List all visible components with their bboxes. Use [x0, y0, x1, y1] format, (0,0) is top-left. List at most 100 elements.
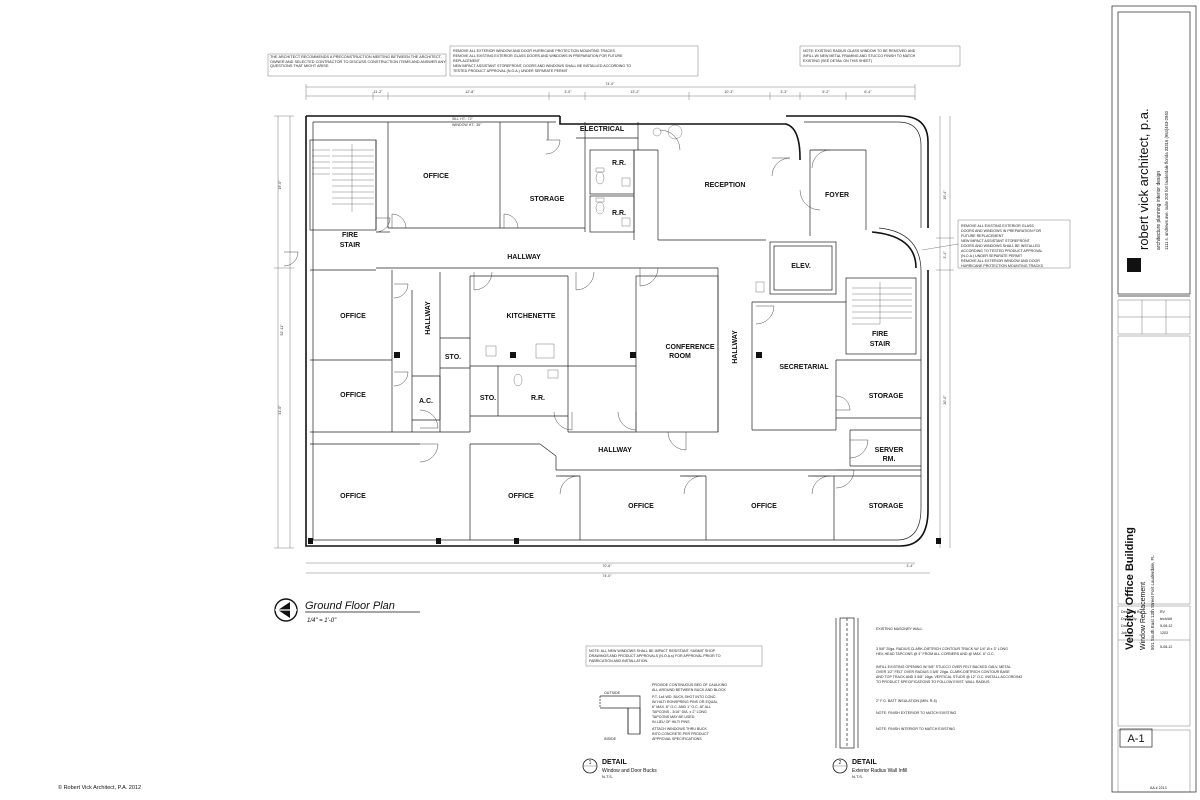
dimension-label: 6'-2"	[822, 90, 830, 94]
note-line: REMOVE ALL EXTERIOR WINDOW AND DOOR	[961, 259, 1040, 263]
room-label: STORAGE	[869, 503, 904, 510]
title-row-value: 5-08-12	[1160, 645, 1172, 649]
room-labels: OFFICESTORAGEELECTRICALR.R.R.R.RECEPTION…	[340, 126, 904, 510]
note-line: NOTE: ALL NEW WINDOWS SHALL BE IMPACT RE…	[589, 649, 716, 653]
dimension-label: 31'-6"	[278, 405, 282, 415]
room-label: OFFICE	[751, 503, 777, 510]
dimension-label: 19'-0"	[278, 180, 282, 190]
room-label: KITCHENETTE	[507, 313, 556, 320]
room-label: SECRETARIAL	[779, 364, 829, 371]
sheet-number: A-1	[1127, 733, 1144, 745]
detail2-drawing	[835, 617, 859, 749]
title-row-key: Date:	[1121, 624, 1130, 628]
detail1-drawing	[599, 695, 641, 735]
callout-line: PROVIDE CONTINUOUS BED OF CAULKING	[652, 683, 727, 687]
detail1-number: 1	[589, 760, 592, 766]
right-stair-treads	[852, 282, 912, 325]
callout-line: P.T. 1x4 WD. BUCK SHOT INTO CONC.	[652, 695, 717, 699]
note-line: REMOVE ALL EXISTING EXTERIOR GLASS	[961, 224, 1034, 228]
title-row-key: Designed By:	[1121, 610, 1142, 614]
callout-line: INTO CONCRETE PER PRODUCT	[652, 732, 710, 736]
note-line: ACCORDING TO TESTED PRODUCT APPROVAL	[961, 249, 1043, 253]
dimension-label: 30'-0"	[943, 395, 947, 405]
copyright: © Robert Vick Architect, P.A. 2012	[58, 784, 141, 791]
note-line: NOTE: EXISTING RADIUS GLASS WINDOW TO BE…	[803, 49, 916, 53]
plan-title: Ground Floor Plan 1/4" = 1'-0"	[274, 598, 420, 624]
interior-walls	[309, 122, 921, 540]
note-line: INFILL W/ NEW METAL FRAMING AND STUCCO F…	[803, 54, 916, 58]
room-label: OFFICE	[340, 313, 366, 320]
detail1-title: DETAIL	[602, 759, 627, 766]
room-label: ROOM	[669, 353, 691, 360]
dimension-label: 3'-4"	[943, 251, 947, 259]
callout-line: NOTE: FINISH INTERIOR TO MATCH EXISTING	[876, 727, 955, 731]
left-stair-treads	[312, 144, 374, 212]
title-row-value: 1203	[1160, 631, 1168, 635]
note-line: DRAWINGS AND PRODUCT APPROVALS (N.O.A.s)…	[589, 654, 721, 658]
room-label: SERVER	[875, 447, 904, 454]
floor-plan: OFFICESTORAGEELECTRICALR.R.R.R.RECEPTION…	[274, 82, 954, 578]
callout-line: TO PRODUCT SPECIFICATIONS TO FOLLOW EXIS…	[876, 680, 990, 684]
note-line: FABRICATION AND INSTALLATION.	[589, 659, 648, 663]
note-line: NEW IMPACT ASSISTANT STOREFRONT, DOORS A…	[453, 64, 631, 68]
note-line: REMOVE ALL EXTERIOR WINDOW AND DOOR HURR…	[453, 49, 616, 53]
firm-address: 1111 s. andrews ave. suite 200 fort laud…	[1164, 110, 1169, 250]
dimension-label: 3'-4"	[906, 564, 914, 568]
dimension-label: 74'-0"	[602, 574, 612, 578]
note-line: NEW IMPACT ASSISTANT STOREFRONT	[961, 239, 1031, 243]
dimension-lines	[274, 84, 954, 574]
room-label: FIRE	[872, 331, 888, 338]
dimension-label: 13'-2"	[630, 90, 640, 94]
callout-line: TAPCONS MAY BE USED	[652, 715, 695, 719]
dimension-label: 52'-11"	[280, 324, 284, 336]
callout-line: HEX-HEAD TAPCONS @ 4" FROM ALL CORNERS A…	[876, 652, 995, 656]
dimension-label: 10'-3"	[724, 90, 734, 94]
dimension-label: 6'-4"	[864, 90, 872, 94]
callout-line: EXISTING MASONRY WALL	[876, 627, 922, 631]
detail2-subtitle: Exterior Radius Wall Infill	[852, 768, 907, 774]
detail2-title: DETAIL	[852, 759, 877, 766]
detail-1: NOTE: ALL NEW WINDOWS SHALL BE IMPACT RE…	[582, 645, 763, 779]
room-label: STAIR	[340, 242, 360, 249]
callout-line: 2" F.G. BATT INSULATION (MIN. R-6)	[876, 699, 937, 703]
room-label: R.R.	[531, 395, 545, 402]
title-row-value: tech/Alt	[1160, 617, 1172, 621]
dimension-label: 19'-4"	[943, 190, 947, 200]
room-label: STO.	[480, 395, 496, 402]
room-label: CONFERENCE	[665, 344, 714, 351]
room-label: OFFICE	[340, 493, 366, 500]
aa-number: AA # 2213	[1150, 786, 1167, 790]
detail1-scale: N.T.S.	[602, 774, 613, 779]
note-line: (N.O.A.) UNDER SEPARATE PERMIT	[961, 254, 1023, 258]
detail1-subtitle: Window and Door Bucks	[602, 768, 657, 774]
room-label: ELECTRICAL	[580, 126, 625, 133]
callout-line: NOTE: FINISH EXTERIOR TO MATCH EXISTING	[876, 711, 956, 715]
detail1-inside: INSIDE	[604, 737, 617, 741]
title-row-key: Job No.:	[1121, 631, 1134, 635]
room-label: FIRE	[342, 232, 358, 239]
room-label: STORAGE	[869, 393, 904, 400]
callout-line: 6" MAX. 6" O.C. AND 1" O.C. AT ALL	[652, 705, 711, 709]
firm-name: robert vick architect, p.a.	[1136, 108, 1151, 250]
project-address: 501 South East 13th Street Fort Lauderda…	[1150, 555, 1155, 650]
title-row-value: RV	[1160, 610, 1166, 614]
dimension-labels: 74'-0"11'-2"12'-8"3'-0"13'-2"10'-3"3'-3"…	[278, 82, 947, 578]
room-label: OFFICE	[423, 173, 449, 180]
project-subtitle: Window Replacement	[1140, 582, 1147, 650]
note-line: HURRICANE PROTECTION MOUNTING TRACKS	[961, 264, 1044, 268]
callout-line: W/ HILTI RONSPRING PINS OR EQUAL	[652, 700, 718, 704]
sill-height-note: SILL HT.: 72"	[452, 117, 474, 121]
note-demolition: REMOVE ALL EXTERIOR WINDOW AND DOOR HURR…	[453, 49, 631, 73]
room-label: A.C.	[419, 398, 433, 405]
note-line: DOORS AND WINDOWS IN PREPARATION FOR	[961, 229, 1042, 233]
dimension-label: 3'-0"	[564, 90, 572, 94]
room-label: FOYER	[825, 192, 849, 199]
detail1-outside: OUTSIDE	[604, 691, 621, 695]
door-swings	[283, 129, 869, 495]
room-label: HALLWAY	[732, 330, 739, 364]
note-line: REMOVE ALL EXISTING EXTERIOR GLASS DOORS…	[453, 54, 623, 58]
